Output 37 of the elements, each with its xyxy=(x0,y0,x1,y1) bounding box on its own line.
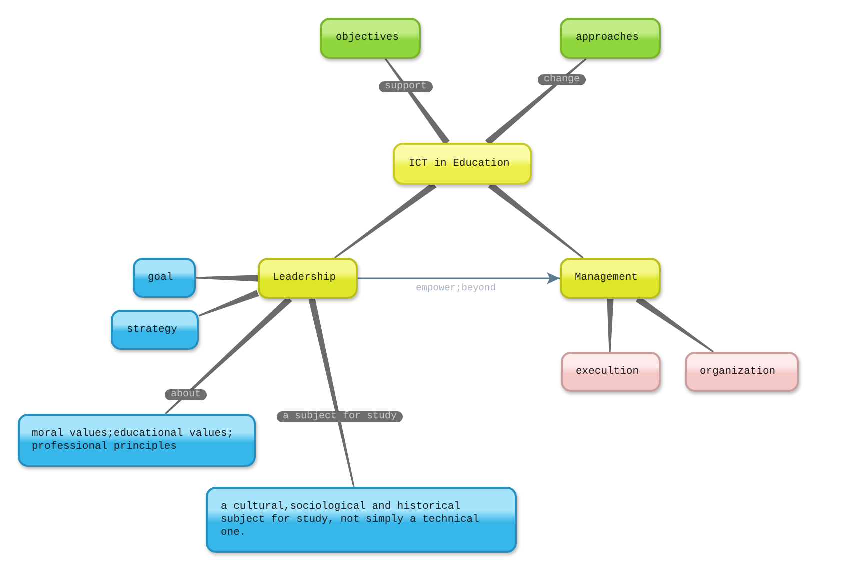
connector-line xyxy=(485,58,587,146)
node-label: organization xyxy=(700,366,776,378)
node-label: Management xyxy=(575,272,638,285)
node-label: strategy xyxy=(127,324,178,336)
topic-box xyxy=(111,310,199,350)
connector-line xyxy=(308,298,355,488)
arrow xyxy=(358,272,560,284)
topic-box xyxy=(685,352,799,392)
topic-box xyxy=(561,352,661,392)
connector-line xyxy=(165,296,292,415)
node-label: goal xyxy=(148,272,174,284)
topic-box xyxy=(133,258,196,298)
connector-line xyxy=(196,275,258,282)
node-label: a cultural,sociological and historical subject for study, not simply a technical one. xyxy=(221,500,480,540)
edge-label: about xyxy=(165,390,207,400)
topic-box xyxy=(258,258,358,299)
connector-line xyxy=(198,290,260,317)
node-label: moral values;educational values; professional principles xyxy=(32,428,235,454)
topic-box xyxy=(206,487,517,553)
connector-line xyxy=(334,182,437,259)
topic-box xyxy=(18,414,256,467)
node-label: approaches xyxy=(576,32,640,45)
edge-label: empower;beyond xyxy=(416,282,496,294)
node-label: execultion xyxy=(576,366,640,378)
topic-box xyxy=(560,258,661,299)
node-label: ICT in Education xyxy=(409,158,510,170)
topic-box xyxy=(320,18,421,59)
edge-label: a subject for study xyxy=(276,412,404,422)
node-label: objectives xyxy=(336,32,400,45)
connector-line xyxy=(488,182,584,259)
edge-label: support xyxy=(379,82,433,92)
topic-box xyxy=(560,18,661,59)
node-label: Leadership xyxy=(273,272,336,285)
edge-label: change xyxy=(538,74,586,86)
connector-line xyxy=(607,298,614,352)
topic-box xyxy=(393,143,532,185)
connector-line xyxy=(636,296,714,353)
